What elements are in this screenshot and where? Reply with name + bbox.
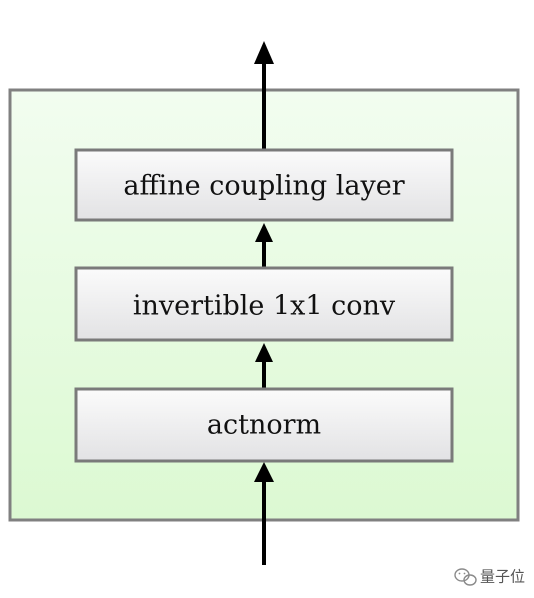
output-arrow-head	[254, 41, 274, 64]
block-affine-coupling-layer-box	[74, 148, 454, 222]
block-invertible-1x1-conv-box	[74, 266, 454, 342]
block-actnorm: actnorm	[74, 387, 454, 463]
watermark: 量子位	[454, 568, 525, 586]
wechat-icon	[454, 568, 477, 586]
block-actnorm-label: actnorm	[207, 410, 321, 441]
watermark-text: 量子位	[480, 568, 525, 586]
block-actnorm-box	[74, 387, 454, 463]
arrows	[254, 41, 274, 565]
arrow-actnorm-to-conv-head	[255, 343, 273, 362]
block-affine-coupling-layer-label: affine coupling layer	[123, 171, 404, 202]
block-invertible-1x1-conv: invertible 1x1 conv	[74, 266, 454, 342]
input-arrow-head	[254, 462, 274, 482]
block-affine-coupling-layer: affine coupling layer	[74, 148, 454, 222]
arrow-conv-to-coupling-head	[255, 223, 273, 242]
block-invertible-1x1-conv-label: invertible 1x1 conv	[133, 291, 396, 322]
